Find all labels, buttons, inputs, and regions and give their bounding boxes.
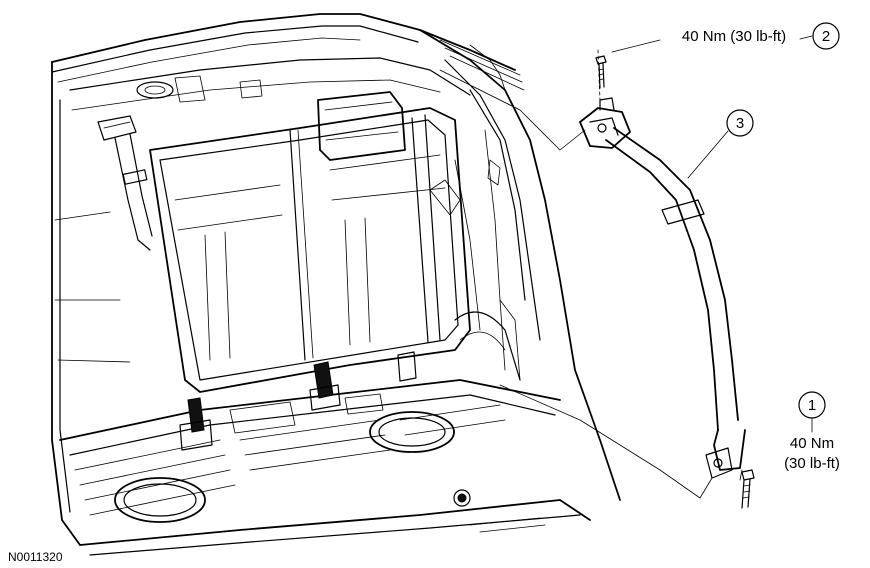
callout-3: 3: [726, 109, 754, 137]
lower-anchor-bolt: [741, 469, 755, 509]
leader-lines: [439, 35, 813, 499]
callout-3-number: 3: [736, 115, 744, 132]
seat-belt-assembly: [579, 97, 746, 479]
callout-2: 2 40 Nm (30 lb-ft): [611, 22, 840, 53]
callout-1-number: 1: [808, 397, 816, 414]
callout-2-number: 2: [822, 28, 830, 45]
vehicle-interior-drawing: [51, 13, 621, 556]
upper-anchor-bolt: [595, 55, 607, 89]
callout-2-torque: 40 Nm (30 lb-ft): [682, 28, 786, 45]
callout-1-torque-lbft: (30 lb-ft): [784, 455, 840, 472]
figure-id: N0011320: [8, 550, 63, 564]
callout-1: 1 40 Nm (30 lb-ft): [784, 391, 840, 472]
callout-1-torque-nm: 40 Nm: [790, 435, 834, 452]
